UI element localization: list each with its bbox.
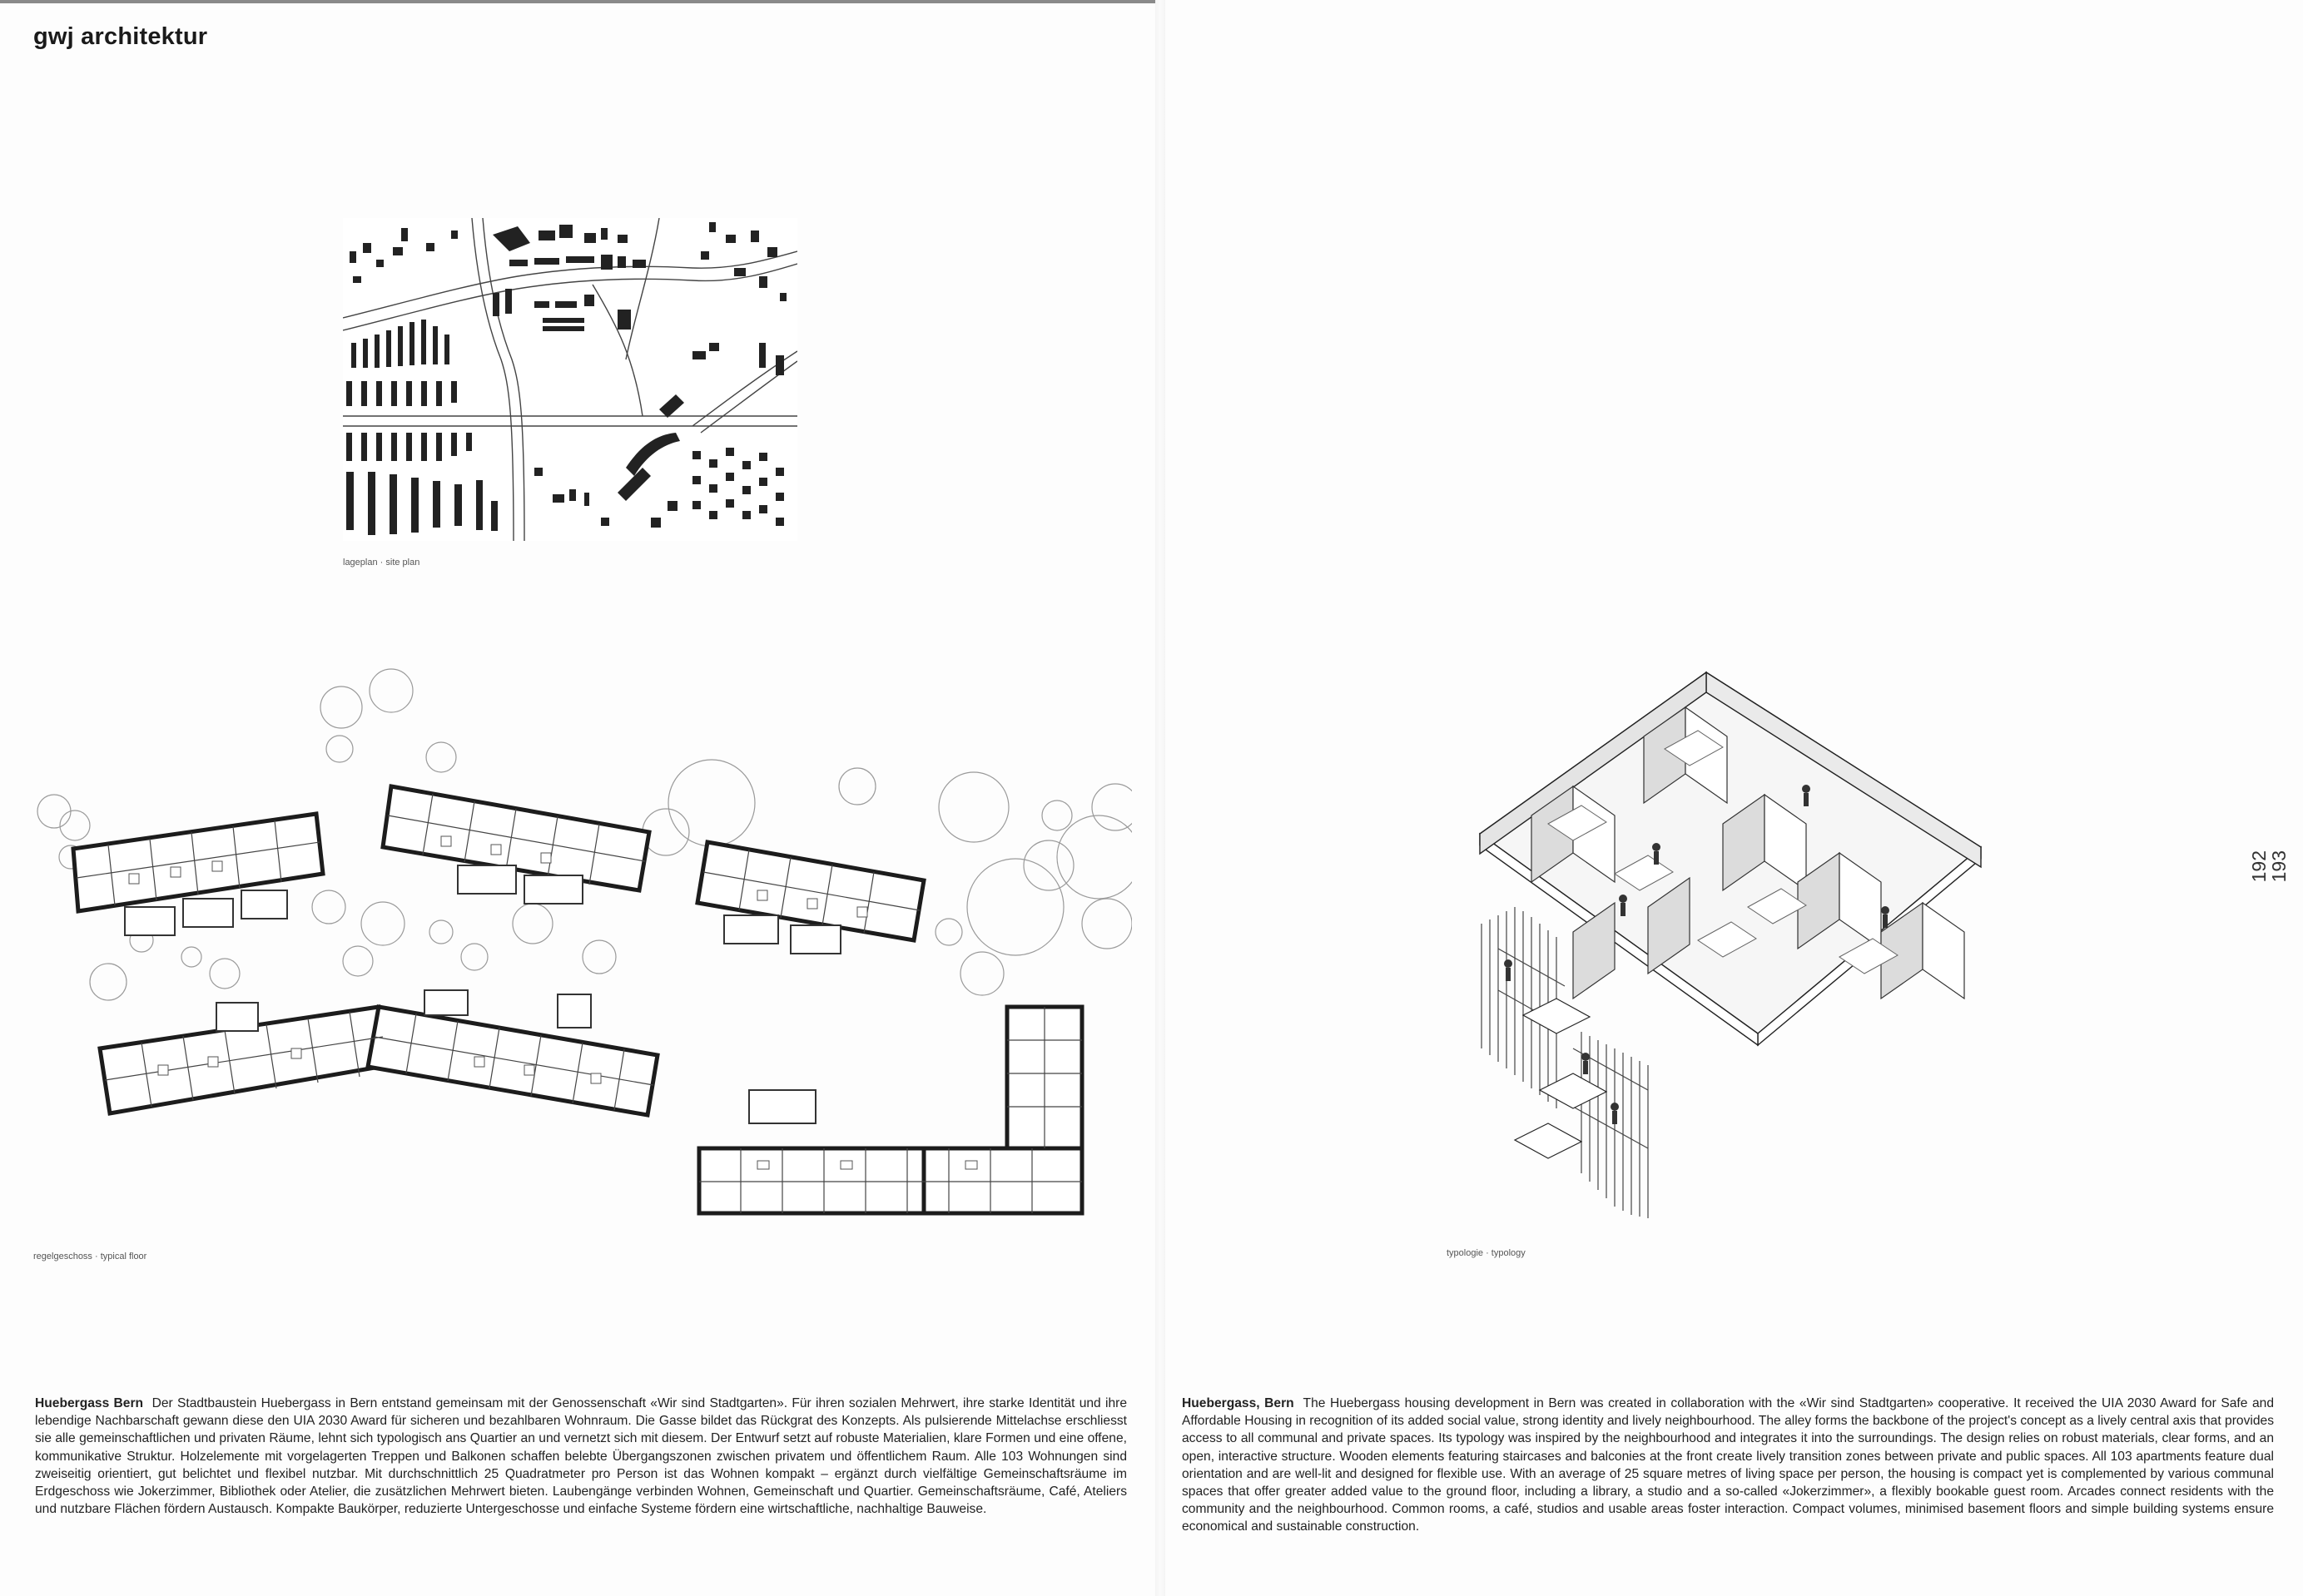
page-number-right: 193 — [2268, 850, 2290, 883]
architect-name: gwj architektur — [33, 23, 208, 50]
book-gutter — [1155, 0, 1165, 1596]
german-body: Der Stadtbaustein Huebergass in Bern ent… — [35, 1396, 1127, 1517]
typical-floor-plan — [37, 668, 1132, 1216]
german-text-block: Huebergass Bern Der Stadtbaustein Hueber… — [35, 1395, 1127, 1518]
english-title: Huebergass, Bern — [1182, 1396, 1294, 1410]
floor-plan-caption: regelgeschoss · typical floor — [33, 1252, 147, 1261]
german-title: Huebergass Bern — [35, 1396, 144, 1410]
typology-axonometric — [1478, 671, 1983, 1218]
typology-caption: typologie · typology — [1447, 1248, 1526, 1258]
top-rule — [0, 0, 1155, 3]
english-text-block: Huebergass, Bern The Huebergass housing … — [1182, 1395, 2274, 1536]
site-plan-drawing — [343, 218, 797, 541]
english-body: The Huebergass housing development in Be… — [1182, 1396, 2275, 1534]
site-plan-caption: lageplan · site plan — [343, 558, 420, 568]
page-number-left: 192 — [2248, 850, 2270, 883]
